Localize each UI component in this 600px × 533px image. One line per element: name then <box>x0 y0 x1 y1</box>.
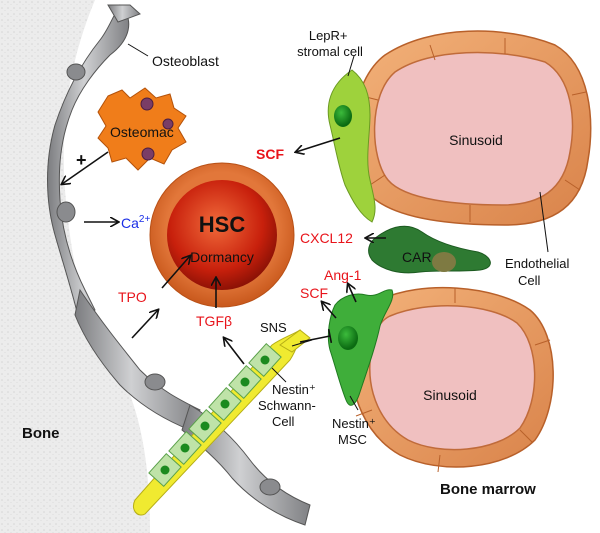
label-cxcl12: CXCL12 <box>300 230 353 246</box>
label-bone: Bone <box>22 425 60 442</box>
arrow-tpo <box>131 310 158 339</box>
sinusoid-bottom <box>351 286 554 473</box>
label-endothelial: Endothelial Cell <box>505 256 573 288</box>
osteoblast-nucleus <box>259 478 281 496</box>
label-nestin-schwann: Nestin⁺ Schwann- Cell <box>258 382 319 429</box>
label-ang1: Ang-1 <box>324 267 362 283</box>
label-tgf: TGFβ <box>196 313 232 329</box>
lepr-stromal-cell <box>327 69 376 223</box>
signal-arrows <box>62 137 386 365</box>
osteoblast-nucleus <box>56 201 76 223</box>
label-nestin-msc: Nestin⁺ MSC <box>332 416 379 447</box>
inhibit-sns-to-msc <box>299 328 333 344</box>
label-bone-marrow: Bone marrow <box>440 481 536 498</box>
arrow-lepr-to-scf <box>296 137 341 152</box>
arrow-schwann-to-tgf <box>224 338 245 365</box>
schwann-cell-fiber <box>132 329 311 516</box>
diagram-labels: Osteoblast Osteomac + Ca2+ HSC Dormancy … <box>22 28 573 498</box>
label-sns: SNS <box>260 320 287 335</box>
osteoblast-nucleus <box>144 373 166 391</box>
osteomac-cell <box>97 87 187 171</box>
car-cell <box>368 225 491 274</box>
label-tpo: TPO <box>118 289 147 305</box>
leader-lines <box>127 43 549 411</box>
label-sinusoid-bottom: Sinusoid <box>423 387 477 403</box>
label-scf-mid: SCF <box>300 285 328 301</box>
label-osteomac: Osteomac <box>110 124 174 140</box>
nestin-msc-cell <box>327 289 394 406</box>
hsc-cell <box>149 162 295 308</box>
label-lepr: LepR+ stromal cell <box>297 28 363 59</box>
label-osteoblast: Osteoblast <box>152 53 219 69</box>
label-plus: + <box>76 150 87 170</box>
label-hsc: HSC <box>199 212 246 237</box>
label-car: CAR <box>402 249 432 265</box>
osteoblast-nucleus <box>66 63 86 81</box>
label-scf-top: SCF <box>256 146 284 162</box>
label-dormancy: Dormancy <box>190 249 254 265</box>
label-calcium: Ca2+ <box>121 214 150 231</box>
arrow-osteomac-to-osteoblast <box>62 151 109 184</box>
arrow-msc-to-ang1 <box>348 284 357 303</box>
label-sinusoid-top: Sinusoid <box>449 132 503 148</box>
sinusoid-top <box>352 30 592 226</box>
arrow-osteoblast-to-tpo <box>161 256 190 289</box>
arrow-msc-to-scf <box>322 302 337 319</box>
